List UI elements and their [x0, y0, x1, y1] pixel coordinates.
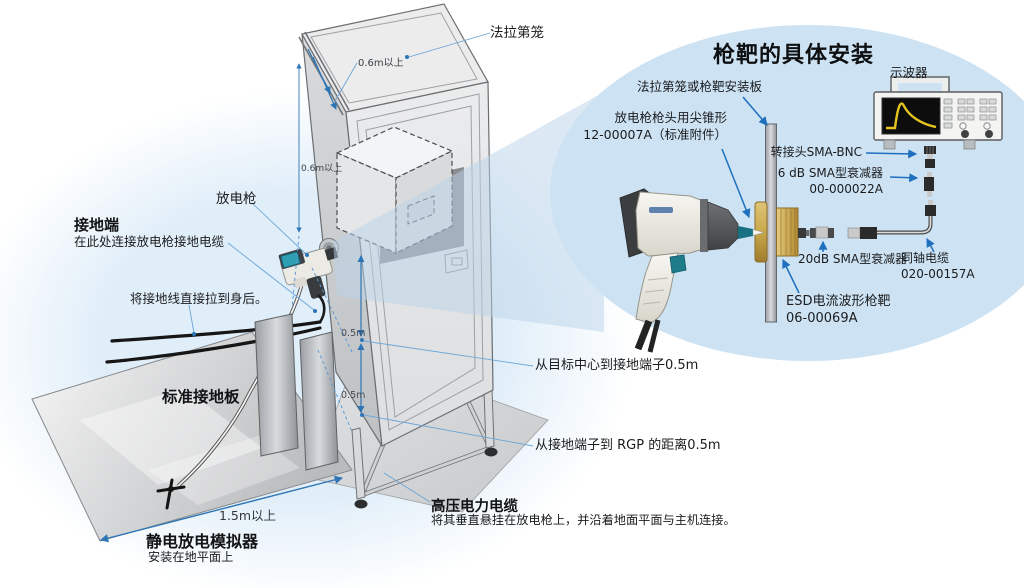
ground-cables: [105, 320, 322, 364]
gun-logo: [649, 207, 673, 213]
scope-buttons: [943, 98, 997, 129]
discharge-gun-small: [278, 246, 339, 299]
attenuator-6db: [924, 172, 934, 197]
gun-cable: [634, 319, 661, 353]
esd-current-target: [754, 201, 810, 263]
hanging-ground-plates: [254, 313, 339, 471]
zoom-beam: [333, 92, 604, 332]
attenuator-20db: [810, 226, 834, 239]
gun-tip-point: [752, 229, 765, 236]
callout-arrows: [721, 96, 935, 294]
discharge-gun-large: [619, 188, 765, 353]
scope-knob: [985, 130, 993, 138]
coax-cable: [847, 200, 936, 239]
waveform: [886, 102, 937, 130]
oscilloscope: [873, 76, 1003, 150]
gun-trigger: [669, 254, 687, 274]
leader-dots: [192, 55, 409, 417]
adapter-sma-bnc: [924, 146, 936, 168]
gun-cable-loop: [317, 294, 326, 323]
scope-knob: [961, 130, 969, 138]
gun-tip-teal: [738, 226, 753, 239]
dimension-lines: [99, 48, 365, 543]
leader-lines: [188, 32, 534, 503]
